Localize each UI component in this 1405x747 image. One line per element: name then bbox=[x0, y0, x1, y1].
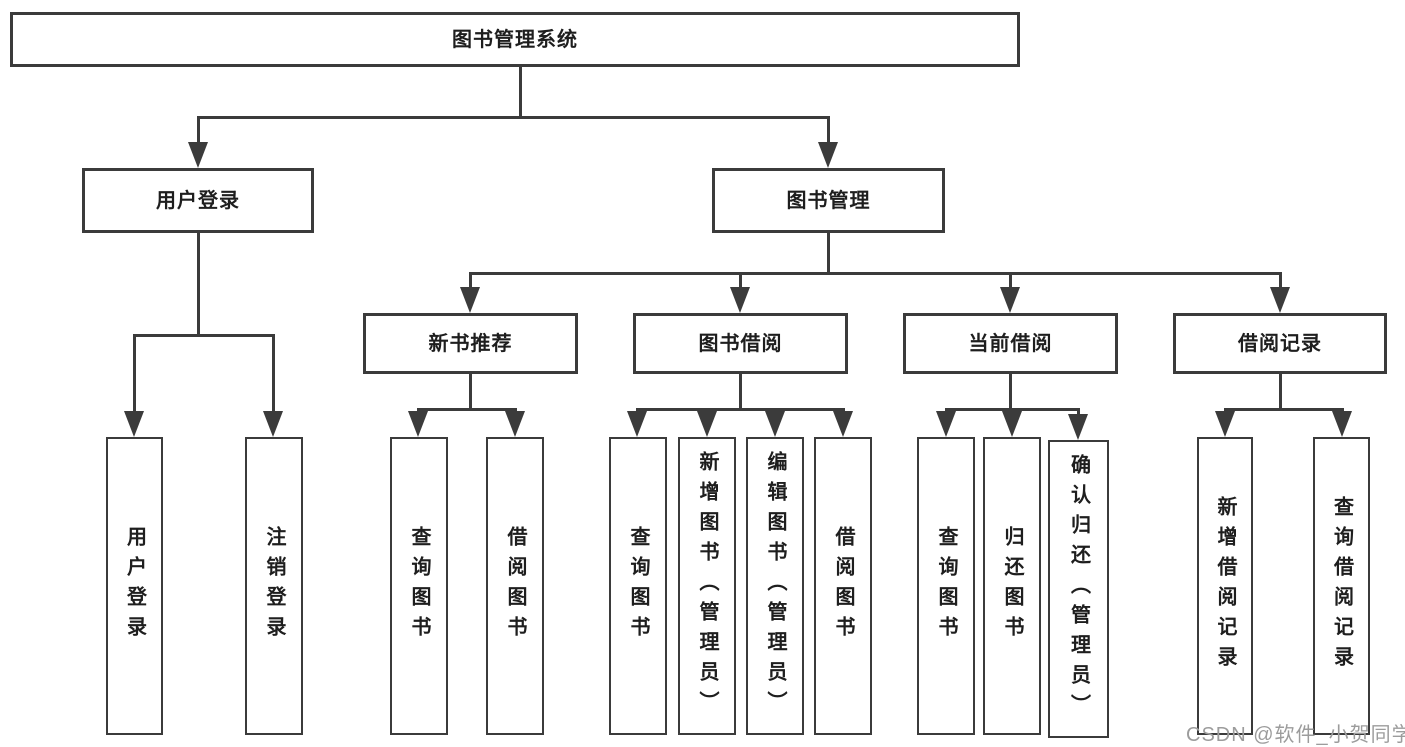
connector-segment bbox=[468, 273, 472, 291]
connector-segment bbox=[1278, 273, 1282, 291]
arrow-head bbox=[730, 287, 750, 313]
connector-segment bbox=[518, 65, 522, 118]
node-leaf-log-add-record: 新增借阅记录 bbox=[1197, 437, 1253, 735]
node-new-book-recommend: 新书推荐 bbox=[363, 313, 578, 374]
connector-segment bbox=[468, 271, 1282, 275]
connector-segment bbox=[1278, 372, 1282, 410]
arrow-head bbox=[124, 411, 144, 437]
node-leaf-cur-return-book: 归还图书 bbox=[983, 437, 1041, 735]
connector-segment bbox=[738, 372, 742, 410]
connector-segment bbox=[1076, 409, 1080, 415]
node-book-manage: 图书管理 bbox=[712, 168, 945, 233]
arrow-head bbox=[1002, 411, 1022, 437]
arrow-head bbox=[1068, 414, 1088, 440]
arrow-head bbox=[1215, 411, 1235, 437]
connector-segment bbox=[738, 273, 742, 291]
connector-segment bbox=[271, 335, 275, 415]
node-current-borrow: 当前借阅 bbox=[903, 313, 1118, 374]
node-leaf-logout: 注销登录 bbox=[245, 437, 303, 735]
arrow-head bbox=[408, 411, 428, 437]
connector-segment bbox=[196, 115, 830, 119]
node-leaf-bor-lend-book: 借阅图书 bbox=[814, 437, 872, 735]
connector-segment bbox=[132, 333, 275, 337]
node-borrow-records: 借阅记录 bbox=[1173, 313, 1387, 374]
arrow-head bbox=[936, 411, 956, 437]
arrow-head bbox=[627, 411, 647, 437]
node-leaf-bor-edit-book: 编辑图书（管理员） bbox=[746, 437, 804, 735]
node-leaf-rec-borrow-book: 借阅图书 bbox=[486, 437, 544, 735]
connector-segment bbox=[132, 335, 136, 415]
node-leaf-rec-query-book: 查询图书 bbox=[390, 437, 448, 735]
arrow-head bbox=[818, 142, 838, 168]
node-leaf-bor-add-book: 新增图书（管理员） bbox=[678, 437, 736, 735]
connector-segment bbox=[635, 407, 845, 411]
connector-segment bbox=[826, 117, 830, 146]
node-book-borrow: 图书借阅 bbox=[633, 313, 848, 374]
arrow-head bbox=[833, 411, 853, 437]
connector-segment bbox=[1223, 407, 1344, 411]
connector-segment bbox=[1008, 372, 1012, 410]
node-leaf-cur-confirm-return: 确认归还（管理员） bbox=[1048, 440, 1109, 738]
connector-segment bbox=[416, 407, 517, 411]
arrow-head bbox=[765, 411, 785, 437]
connector-segment bbox=[468, 372, 472, 410]
arrow-head bbox=[188, 142, 208, 168]
node-user-login: 用户登录 bbox=[82, 168, 314, 233]
node-leaf-user-login: 用户登录 bbox=[106, 437, 163, 735]
node-root: 图书管理系统 bbox=[10, 12, 1020, 67]
connector-segment bbox=[196, 231, 200, 336]
arrow-head bbox=[1270, 287, 1290, 313]
arrow-head bbox=[1000, 287, 1020, 313]
arrow-head bbox=[460, 287, 480, 313]
node-leaf-cur-query-book: 查询图书 bbox=[917, 437, 975, 735]
node-leaf-log-query-record: 查询借阅记录 bbox=[1313, 437, 1370, 735]
arrow-head bbox=[505, 411, 525, 437]
arrow-head bbox=[697, 411, 717, 437]
node-leaf-bor-query-book: 查询图书 bbox=[609, 437, 667, 735]
connector-segment bbox=[1008, 273, 1012, 291]
csdn-watermark: CSDN @软件_小贺同学 bbox=[1186, 724, 1405, 746]
connector-segment bbox=[196, 117, 200, 146]
connector-segment bbox=[826, 231, 830, 274]
arrow-head bbox=[263, 411, 283, 437]
arrow-head bbox=[1332, 411, 1352, 437]
